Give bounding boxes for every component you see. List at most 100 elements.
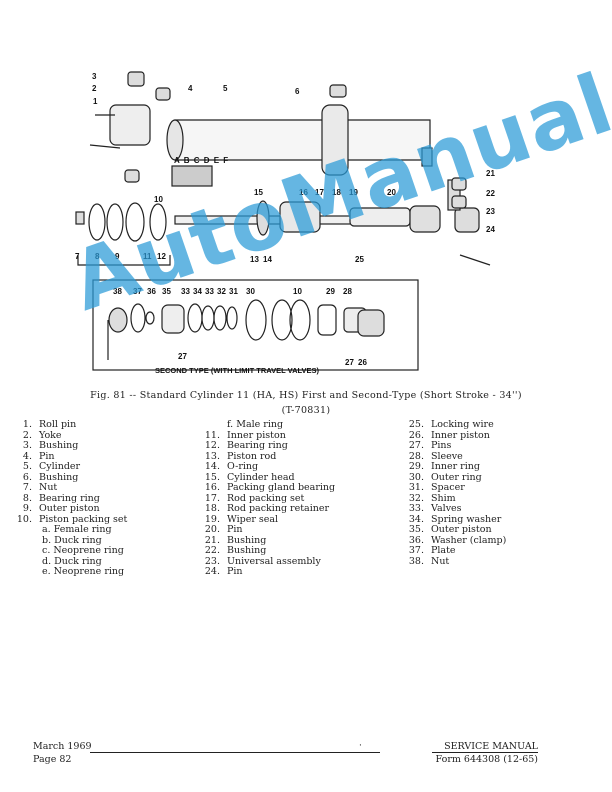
callout-25: 25 (355, 255, 364, 264)
list-item: 24.Pin (204, 566, 243, 577)
list-item: 7.Nut (22, 482, 58, 493)
list-item: 15.Cylinder head (204, 471, 295, 483)
callout-7: 7 (75, 252, 80, 261)
callout-19: 19 (349, 188, 358, 197)
callout-6: 6 (295, 87, 300, 96)
part-name: Wiper seal (227, 513, 279, 525)
callout-36: 36 (147, 287, 156, 296)
list-item: 9.Outer piston (22, 503, 100, 514)
callout-3: 3 (92, 72, 97, 81)
list-item: 14.O-ring (204, 461, 259, 472)
callout-33: 33 (181, 287, 190, 296)
part-name: Inner piston (431, 429, 490, 441)
list-item: 5.Cylinder (22, 461, 81, 472)
callout-21: 21 (486, 169, 495, 178)
callout-31: 31 (229, 287, 238, 296)
callout-38: 38 (113, 287, 122, 296)
footer-right: SERVICE MANUAL Form 644308 (12-65) (436, 740, 538, 766)
part-name: Sleeve (431, 450, 463, 462)
list-item: 23.Universal assembly (204, 555, 321, 567)
callout-18: 18 (332, 188, 341, 197)
list-subitem: a. Female ring (42, 524, 112, 535)
part-name: Cylinder head (227, 471, 295, 483)
list-subitem: b. Duck ring (42, 534, 102, 546)
list-item: 30.Outer ring (408, 471, 482, 483)
list-item: 1.Roll pin (22, 419, 77, 430)
list-item: 8.Bearing ring (22, 492, 100, 504)
part-name: Piston packing set (39, 513, 128, 525)
list-item: 32.Shim (408, 492, 456, 504)
part-name: Spacer (431, 482, 465, 493)
part-name: O-ring (227, 461, 259, 472)
part-name: Cylinder (39, 461, 81, 472)
part-name: f. Male ring (227, 419, 284, 430)
cylinder-illustration (75, 71, 491, 371)
callout-10: 10 (154, 195, 163, 204)
list-item: 3.Bushing (22, 440, 79, 451)
list-item: 29.Inner ring (408, 461, 480, 472)
list-item: 25.Locking wire (408, 419, 494, 430)
parts-list-column-2: f. Male ring 11.Inner piston 12.Bearing … (198, 419, 336, 578)
part-name: Locking wire (431, 419, 494, 430)
list-item: 19.Wiper seal (204, 513, 279, 525)
callout-10b: 10 (293, 287, 302, 296)
list-item: 22.Bushing (204, 545, 267, 556)
parts-list-column-1: 1.Roll pin 2.Yoke 3.Bushing 4.Pin 5.Cyli… (10, 419, 128, 578)
list-item: 10.Piston packing set (16, 513, 128, 525)
footer-left: March 1969 Page 82 (33, 740, 92, 766)
part-name: Bushing (39, 440, 79, 451)
list-item: 31.Spacer (408, 482, 465, 493)
part-name: Bushing (227, 534, 267, 546)
callout-2: 2 (92, 84, 97, 93)
callout-27b: 27 (345, 358, 354, 367)
part-name: Inner ring (431, 461, 480, 472)
part-name: Yoke (39, 429, 62, 441)
part-name: Pin (227, 524, 243, 535)
list-item: 18.Rod packing retainer (204, 503, 330, 514)
part-name: Inner piston (227, 429, 286, 441)
footer-rule-left (90, 752, 380, 753)
exploded-parts-diagram: 3 2 1 4 5 6 A B C D E F 10 15 16 17 18 1… (60, 60, 570, 390)
part-name: Pin (227, 566, 243, 577)
part-name: Universal assembly (227, 555, 321, 567)
callout-34: 34 (193, 287, 202, 296)
part-name: Bearing ring (227, 440, 288, 451)
figure-caption: Fig. 81 -- Standard Cylinder 11 (HA, HS)… (90, 390, 522, 401)
callout-29: 29 (326, 287, 335, 296)
list-item: 26.Inner piston (408, 429, 490, 441)
list-item: 17.Rod packing set (204, 492, 305, 504)
list-item: 13.Piston rod (204, 450, 277, 462)
list-item: 27.Pins (408, 440, 452, 451)
callout-28: 28 (343, 287, 352, 296)
list-item: 28.Sleeve (408, 450, 463, 462)
part-name: Pins (431, 440, 452, 451)
part-name: Roll pin (39, 419, 77, 430)
list-subitem: c. Neoprene ring (42, 545, 124, 556)
callout-30: 30 (246, 287, 255, 296)
footer-page: Page 82 (33, 754, 72, 765)
list-item: 38.Nut (408, 555, 450, 567)
footer-dot: · (359, 741, 362, 751)
part-name: Nut (431, 555, 450, 567)
callout-24: 24 (486, 225, 495, 234)
part-name: Washer (clamp) (431, 534, 507, 546)
part-name: Plate (431, 545, 456, 556)
part-name: Rod packing set (227, 492, 305, 504)
list-subitem: e. Neoprene ring (42, 566, 125, 577)
parts-list-column-3: 25.Locking wire 26.Inner piston 27.Pins … (402, 419, 507, 567)
part-name: Valves (431, 503, 462, 514)
footer-rule-right (432, 752, 538, 753)
callout-8: 8 (95, 252, 100, 261)
callout-4: 4 (188, 84, 193, 93)
part-name: Bushing (227, 545, 267, 556)
callout-12: 12 (157, 252, 166, 261)
list-item: 16.Packing gland bearing (204, 482, 336, 493)
letters-label: A B C D E F (174, 156, 230, 165)
callout-37: 37 (133, 287, 142, 296)
callout-16: 16 (299, 188, 308, 197)
footer-form-number: Form 644308 (12-65) (435, 754, 538, 765)
list-item: 6.Bushing (22, 471, 79, 483)
callout-1: 1 (93, 97, 98, 106)
part-name: Piston rod (227, 450, 277, 462)
callout-17: 17 (315, 188, 324, 197)
